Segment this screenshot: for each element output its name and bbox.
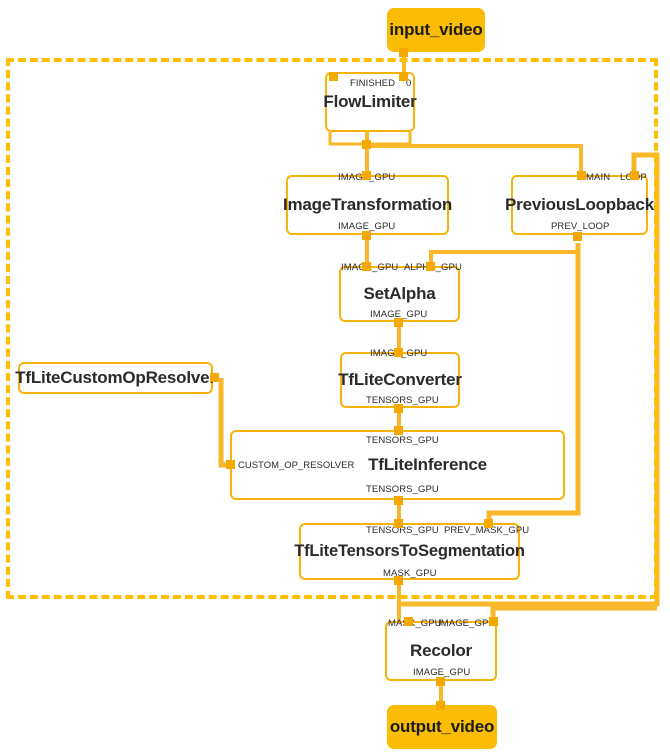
node-label: output_video <box>389 717 495 737</box>
port-segmentation-tensors-in[interactable] <box>394 519 403 528</box>
port-output-video-in[interactable] <box>436 701 445 710</box>
node-output-video[interactable]: output_video <box>387 705 497 749</box>
port-tfliteinference-in[interactable] <box>394 426 403 435</box>
port-customopresolver-out[interactable] <box>210 373 219 382</box>
port-label-imagetransformation-out: IMAGE_GPU <box>338 221 396 232</box>
port-previousloopback-loop[interactable] <box>630 171 639 180</box>
node-tflite-custom-op-resolver[interactable]: TfLiteCustomOpResolver <box>15 362 216 394</box>
port-flowlimiter-out[interactable] <box>362 140 371 149</box>
port-segmentation-prevmask-in[interactable] <box>484 519 493 528</box>
port-tfliteconverter-out[interactable] <box>394 404 403 413</box>
port-label-zero: 0 <box>406 78 412 89</box>
port-label-recolor-out: IMAGE_GPU <box>413 667 471 678</box>
port-label-segmentation-out: MASK_GPU <box>383 568 437 579</box>
node-label: ImageTransformation <box>282 195 453 215</box>
node-label: PreviousLoopback <box>505 195 654 215</box>
subgraph-boundary <box>6 58 658 599</box>
port-label-setalpha-out: IMAGE_GPU <box>370 309 428 320</box>
port-recolor-out[interactable] <box>436 677 445 686</box>
port-tfliteinference-out[interactable] <box>394 496 403 505</box>
port-recolor-image-in[interactable] <box>489 617 498 626</box>
port-tfliteconverter-in[interactable] <box>394 348 403 357</box>
port-imagetransformation-in[interactable] <box>362 171 371 180</box>
node-label: Recolor <box>410 641 472 661</box>
port-label-tfliteinference-in: TENSORS_GPU <box>366 435 439 446</box>
port-label-recolor-image-in: IMAGE_GPU <box>438 618 496 629</box>
node-label: TfLiteConverter <box>338 370 462 390</box>
port-label-finished: FINISHED <box>350 78 396 89</box>
port-label-custom-op-resolver: CUSTOM_OP_RESOLVER <box>238 460 355 471</box>
node-label: TfLiteInference <box>368 455 487 475</box>
port-imagetransformation-out[interactable] <box>362 231 371 240</box>
port-flowlimiter-0[interactable] <box>399 72 408 81</box>
port-label-tfliteinference-out: TENSORS_GPU <box>366 484 439 495</box>
port-setalpha-out[interactable] <box>394 318 403 327</box>
port-setalpha-alpha-in[interactable] <box>426 262 435 271</box>
node-label: TfLiteCustomOpResolver <box>15 368 216 388</box>
port-tfliteinference-customop-in[interactable] <box>226 460 235 469</box>
node-label: TfLiteTensorsToSegmentation <box>294 541 525 560</box>
port-flowlimiter-finished[interactable] <box>329 72 338 81</box>
node-label: SetAlpha <box>363 284 436 304</box>
port-label-main: MAIN <box>586 172 611 183</box>
port-previousloopback-main[interactable] <box>577 171 586 180</box>
port-setalpha-image-in[interactable] <box>362 262 371 271</box>
port-segmentation-out[interactable] <box>394 576 403 585</box>
node-input-video[interactable]: input_video <box>387 8 485 52</box>
port-recolor-mask-in[interactable] <box>404 617 413 626</box>
port-label-prev-loop: PREV_LOOP <box>551 221 610 232</box>
port-label-recolor-mask-in: MASK_GPU <box>388 618 442 629</box>
edge-imagetransformation-to-recolor-image <box>490 605 657 621</box>
node-label: input_video <box>389 20 483 40</box>
port-previousloopback-prevloop[interactable] <box>573 232 582 241</box>
port-input-video-out[interactable] <box>399 48 408 57</box>
node-label: FlowLimiter <box>323 92 417 112</box>
node-flow-limiter[interactable]: FlowLimiter <box>323 72 417 132</box>
